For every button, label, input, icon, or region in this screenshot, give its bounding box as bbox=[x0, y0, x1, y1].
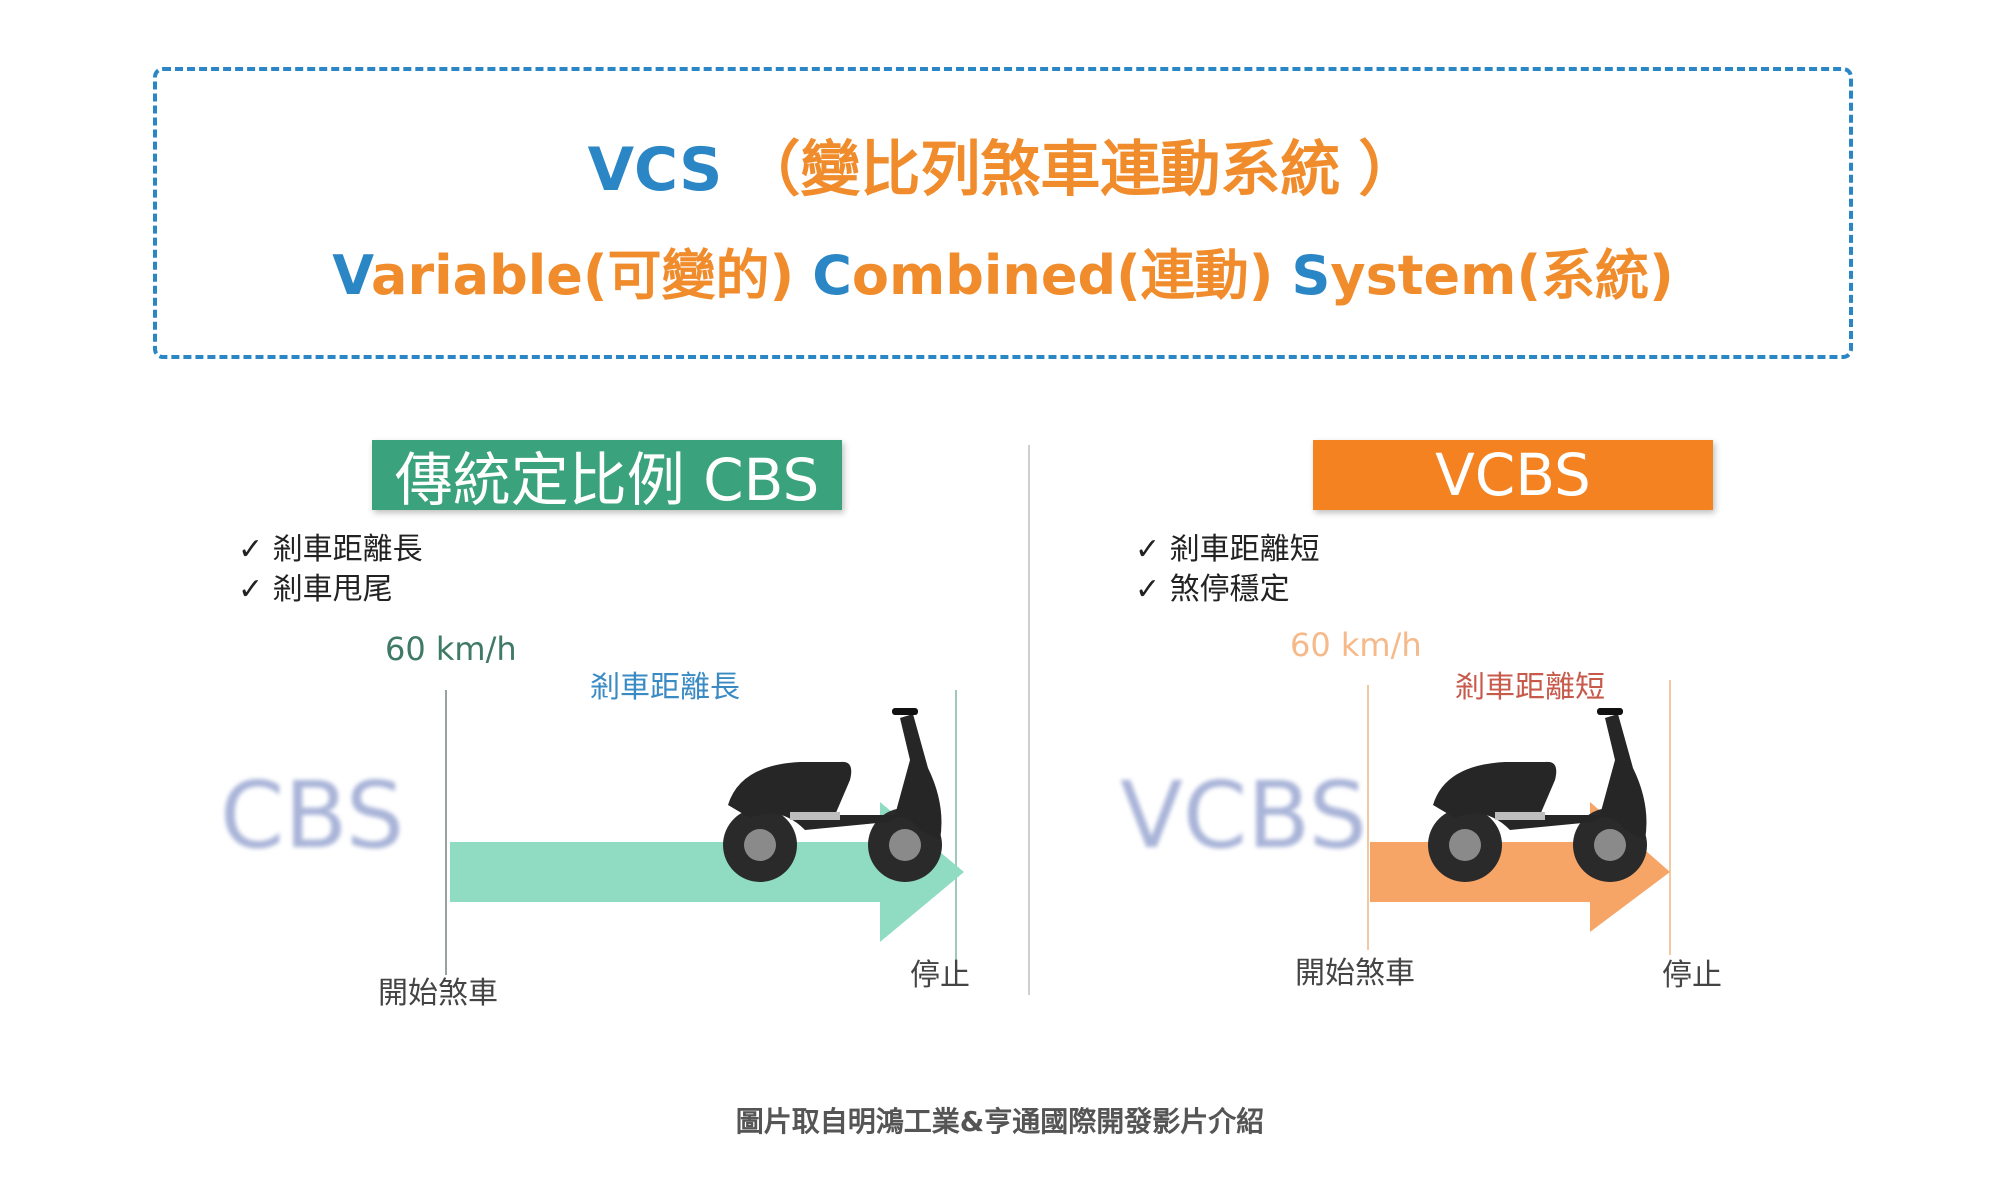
cbs-header: 傳統定比例 CBS bbox=[372, 440, 842, 514]
cbs-system-label: CBS bbox=[220, 762, 405, 869]
vcbs-check-item-2: ✓ 煞停穩定 bbox=[1135, 572, 1290, 607]
cbs-distance-label: 剎車距離長 bbox=[590, 670, 740, 705]
title-line-1: VCS（變比列煞車連動系統） bbox=[157, 121, 1849, 208]
cbs-panel: 傳統定比例 CBS ✓ 剎車距離長 ✓ 剎車甩尾 60 km/h 剎車距離長 C… bbox=[200, 430, 1020, 1011]
combined-initial: C bbox=[812, 244, 852, 307]
cbs-check-item-2: ✓ 剎車甩尾 bbox=[238, 572, 393, 607]
vcbs-start-label: 開始煞車 bbox=[1295, 956, 1415, 991]
cbs-checklist: ✓ 剎車距離長 ✓ 剎車甩尾 bbox=[238, 530, 423, 610]
variable-rest: ariable(可變的) bbox=[371, 244, 795, 307]
cbs-braking-scene bbox=[445, 690, 964, 975]
title-box: VCS（變比列煞車連動系統） Variable(可變的) Combined(連動)… bbox=[153, 67, 1853, 359]
vcbs-header: VCBS bbox=[1313, 440, 1713, 510]
system-initial: S bbox=[1291, 244, 1331, 307]
cbs-scooter-icon bbox=[723, 708, 942, 882]
combined-rest: ombined(連動) bbox=[851, 244, 1274, 307]
vcbs-checklist: ✓ 剎車距離短 ✓ 煞停穩定 bbox=[1135, 530, 1320, 610]
vcbs-distance-label: 剎車距離短 bbox=[1455, 670, 1605, 705]
system-rest: ystem(系統) bbox=[1330, 244, 1674, 307]
vcs-abbrev: VCS bbox=[587, 135, 723, 205]
close-paren: ） bbox=[1358, 135, 1419, 205]
title-line-2: Variable(可變的) Combined(連動) System(系統) bbox=[157, 231, 1849, 310]
cbs-arrow-icon bbox=[450, 802, 964, 942]
vcbs-braking-scene bbox=[1367, 680, 1671, 955]
vcbs-panel: VCBS ✓ 剎車距離短 ✓ 煞停穩定 60 km/h 剎車距離短 VCBS 開… bbox=[1100, 430, 1860, 1010]
cbs-check-item-1: ✓ 剎車距離長 bbox=[238, 532, 423, 567]
cbs-stop-label: 停止 bbox=[910, 958, 970, 993]
variable-initial: V bbox=[332, 244, 372, 307]
open-paren: （ bbox=[740, 135, 801, 205]
vcbs-stop-label: 停止 bbox=[1662, 958, 1722, 993]
vcbs-speed-label: 60 km/h bbox=[1290, 626, 1422, 664]
vcbs-scooter-icon bbox=[1428, 708, 1647, 882]
vcbs-system-label: VCBS bbox=[1120, 762, 1368, 869]
panel-divider bbox=[1028, 445, 1030, 995]
image-credit: 圖片取自明鴻工業&亨通國際開發影片介紹 bbox=[735, 1105, 1265, 1138]
vcs-chinese-name: 變比列煞車連動系統 bbox=[800, 135, 1341, 205]
cbs-start-label: 開始煞車 bbox=[378, 976, 498, 1011]
cbs-speed-label: 60 km/h bbox=[385, 630, 517, 668]
vcbs-check-item-1: ✓ 剎車距離短 bbox=[1135, 532, 1320, 567]
